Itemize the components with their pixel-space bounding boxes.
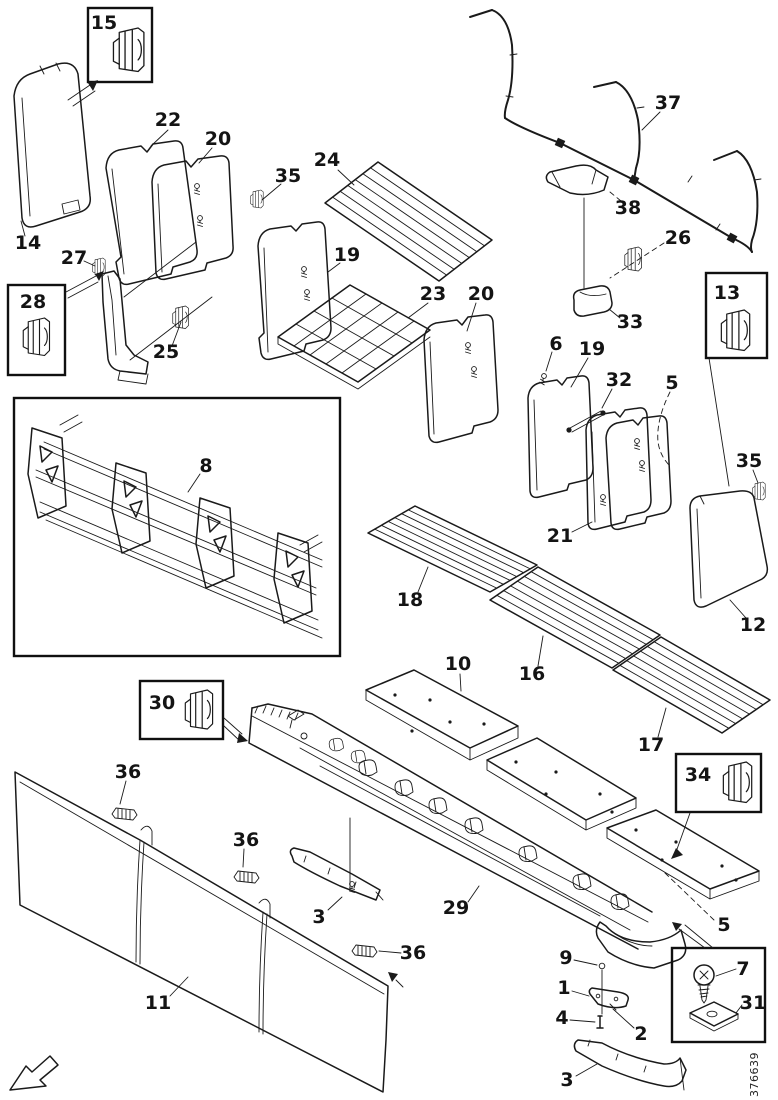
callout-3b: 3 xyxy=(560,1069,573,1091)
part-3b-bracket xyxy=(573,1039,687,1091)
callout-19a: 19 xyxy=(334,244,360,266)
callout-10: 10 xyxy=(445,653,471,675)
callout-36b: 36 xyxy=(233,829,259,851)
callout-38: 38 xyxy=(615,197,641,219)
part-26-clip xyxy=(609,242,665,279)
callout-25: 25 xyxy=(153,341,179,363)
part-35a-clip xyxy=(250,183,282,209)
part-37-wiring-harness xyxy=(469,9,762,253)
callout-22: 22 xyxy=(155,109,181,131)
callout-labels: 15 14 22 20 27 28 25 35 24 19 23 20 37 3… xyxy=(15,12,766,1091)
part-shelf-panel-right xyxy=(606,809,760,921)
callout-20a: 20 xyxy=(205,128,231,150)
callout-2: 2 xyxy=(634,1023,647,1045)
callout-29: 29 xyxy=(443,897,469,919)
callout-37: 37 xyxy=(655,92,681,114)
callout-26: 26 xyxy=(665,227,691,249)
part-22-backrest-panel xyxy=(105,129,198,286)
part-25-clip xyxy=(129,296,213,361)
callout-28: 28 xyxy=(20,291,46,313)
callout-12: 12 xyxy=(740,614,766,636)
callout-36a: 36 xyxy=(115,761,141,783)
part-36-clips xyxy=(111,780,404,988)
part-18-ribbed-mat xyxy=(367,505,538,593)
callout-9: 9 xyxy=(559,947,572,969)
detail-box-34 xyxy=(671,752,763,859)
part-19a-backrest-panel xyxy=(257,221,341,361)
callout-27: 27 xyxy=(61,247,87,269)
callout-32: 32 xyxy=(606,369,632,391)
detail-box-15 xyxy=(67,6,154,107)
detail-box-30 xyxy=(138,679,248,743)
part-9-end-cap xyxy=(573,921,687,1015)
callout-16: 16 xyxy=(519,663,545,685)
callout-31: 31 xyxy=(740,992,766,1014)
part-7-screw xyxy=(693,964,715,1004)
callout-5b: 5 xyxy=(717,914,730,936)
callout-15: 15 xyxy=(91,12,117,34)
part-23-slatted-platform xyxy=(277,284,431,390)
callout-7: 7 xyxy=(736,958,749,980)
callout-36c: 36 xyxy=(400,942,426,964)
part-3a-bracket xyxy=(289,847,384,911)
callout-21: 21 xyxy=(547,525,573,547)
part-4-pin xyxy=(569,1015,604,1029)
part-1-bracket xyxy=(571,987,635,1029)
callout-6: 6 xyxy=(549,333,562,355)
callout-35a: 35 xyxy=(275,165,301,187)
callout-20b: 20 xyxy=(468,283,494,305)
part-24-ribbed-mat xyxy=(324,161,493,282)
callout-13: 13 xyxy=(714,282,740,304)
drawing-number: 376639 xyxy=(748,1052,761,1097)
callout-23: 23 xyxy=(420,283,446,305)
callout-5a: 5 xyxy=(665,372,678,394)
part-20a-backrest-panel xyxy=(123,147,234,298)
part-12-headrest-panel xyxy=(689,490,769,619)
callout-35b: 35 xyxy=(736,450,762,472)
callout-3a: 3 xyxy=(312,906,325,928)
callout-24: 24 xyxy=(314,149,340,171)
detail-box-8-frame xyxy=(12,396,342,658)
callout-11: 11 xyxy=(145,992,171,1014)
detail-box-28 xyxy=(6,271,104,377)
callout-1: 1 xyxy=(557,977,570,999)
part-29-sill-rail xyxy=(248,703,653,950)
callout-34: 34 xyxy=(685,764,711,786)
detail-box-13 xyxy=(704,271,769,487)
direction-arrow xyxy=(9,1055,59,1091)
part-10-shelf-panel xyxy=(365,669,519,761)
part-shelf-panel-middle xyxy=(486,737,637,831)
callout-14: 14 xyxy=(15,232,41,254)
part-20b-backrest-panel xyxy=(423,302,499,444)
detail-box-7-31 xyxy=(670,922,767,1044)
part-16-ribbed-mat xyxy=(489,566,661,669)
callout-4: 4 xyxy=(555,1007,568,1029)
part-17-ribbed-mat xyxy=(612,636,771,738)
callout-8: 8 xyxy=(199,455,212,477)
part-14-end-panel xyxy=(13,62,92,237)
part-21-panel-group xyxy=(527,351,672,533)
part-27-pillar-trim xyxy=(83,257,149,385)
part-35b-clip xyxy=(752,469,766,501)
callout-19b: 19 xyxy=(579,338,605,360)
callout-30: 30 xyxy=(149,692,175,714)
part-31-plate xyxy=(689,1001,739,1032)
callout-18: 18 xyxy=(397,589,423,611)
callout-33: 33 xyxy=(617,311,643,333)
part-33-bracket xyxy=(572,285,621,319)
part-11-side-panels xyxy=(14,771,389,1093)
callout-17: 17 xyxy=(638,734,664,756)
part-38-cap xyxy=(545,164,622,289)
